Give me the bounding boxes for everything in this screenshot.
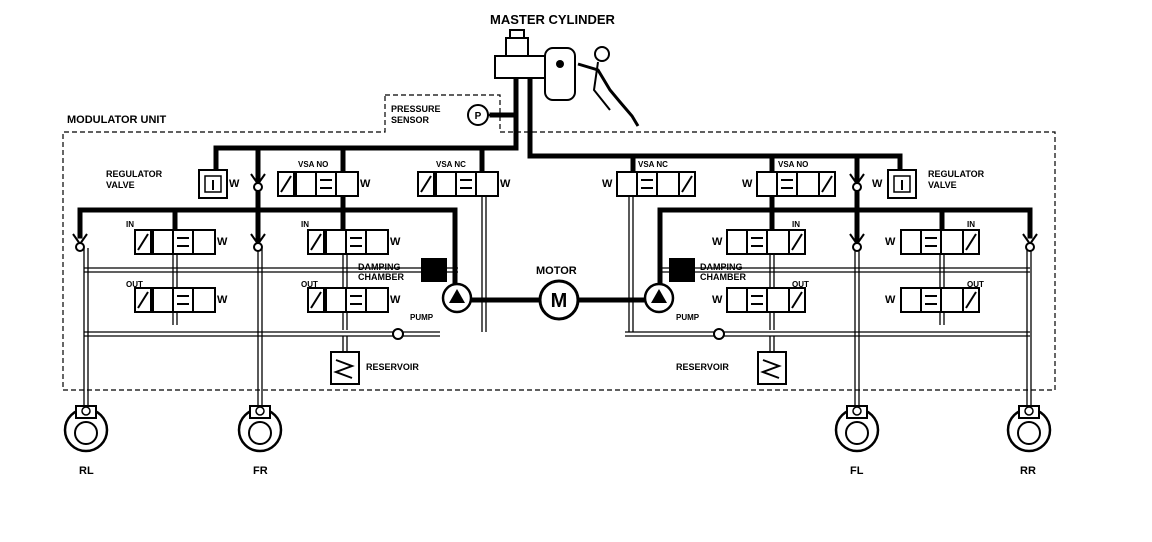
pressure-sensor-symbol: P bbox=[475, 111, 482, 122]
right-pump-label: PUMP bbox=[676, 313, 700, 322]
left-damping-label-1: DAMPING bbox=[358, 262, 401, 272]
master-cylinder-label: MASTER CYLINDER bbox=[490, 12, 615, 27]
spring-right-in-rr: W bbox=[885, 236, 896, 248]
right-reservoir-label: RESERVOIR bbox=[676, 362, 729, 372]
left-in-rl-label: IN bbox=[126, 220, 134, 229]
left-out-fr-label: OUT bbox=[301, 280, 318, 289]
right-pump-icon bbox=[643, 282, 675, 314]
master-cylinder bbox=[494, 29, 640, 127]
spring-right-out-fl: W bbox=[712, 294, 723, 306]
left-out-valve-fr bbox=[307, 287, 389, 313]
right-regulator-valve bbox=[887, 169, 917, 199]
spring-left-vsa-nc: W bbox=[500, 178, 511, 190]
spring-left-in-rl: W bbox=[217, 236, 228, 248]
right-pump-check-valve bbox=[713, 328, 725, 340]
right-damping-label-2: CHAMBER bbox=[700, 272, 746, 282]
spring-left-vsa-no: W bbox=[360, 178, 371, 190]
left-pump-label: PUMP bbox=[410, 313, 434, 322]
left-out-rl-label: OUT bbox=[126, 280, 143, 289]
right-damping-chamber-icon bbox=[669, 258, 695, 282]
left-vsa-nc-label: VSA NC bbox=[436, 160, 466, 169]
spring-right-in-fl: W bbox=[712, 236, 723, 248]
wheel-fr-label: FR bbox=[253, 465, 268, 477]
spring-right-vsa-nc: W bbox=[602, 178, 613, 190]
modulator-unit-label: MODULATOR UNIT bbox=[67, 114, 167, 126]
left-vsa-nc-valve bbox=[417, 171, 499, 197]
wheel-rr-label: RR bbox=[1020, 465, 1036, 477]
pressure-sensor-label-1: PRESSURE bbox=[391, 104, 441, 114]
right-vsa-nc-valve bbox=[616, 171, 696, 197]
spring-left-regulator: W bbox=[229, 178, 240, 190]
left-reservoir-icon bbox=[330, 351, 360, 385]
right-regulator-label-1: REGULATOR bbox=[928, 169, 985, 179]
motor-icon bbox=[538, 279, 580, 321]
wheel-rl-label: RL bbox=[79, 465, 94, 477]
left-damping-chamber-icon bbox=[421, 258, 447, 282]
right-regulator-label-2: VALVE bbox=[928, 180, 957, 190]
motor-label: MOTOR bbox=[536, 265, 577, 277]
left-reservoir-label: RESERVOIR bbox=[366, 362, 419, 372]
left-out-valve-rl bbox=[134, 287, 216, 313]
right-out-fl-label: OUT bbox=[792, 280, 809, 289]
spring-right-vsa-no: W bbox=[742, 178, 753, 190]
spring-right-out-rr: W bbox=[885, 294, 896, 306]
right-vsa-nc-label: VSA NC bbox=[638, 160, 668, 169]
wheel-rr-icon bbox=[1006, 404, 1052, 453]
right-out-valve-rr bbox=[900, 287, 980, 313]
pressure-sensor bbox=[467, 104, 490, 126]
right-vsa-no-label: VSA NO bbox=[778, 160, 809, 169]
pressure-sensor-label-2: SENSOR bbox=[391, 115, 430, 125]
wheel-fl-icon bbox=[834, 404, 880, 453]
right-out-valve-fl bbox=[726, 287, 806, 313]
left-in-fr-label: IN bbox=[301, 220, 309, 229]
right-in-valve-rr bbox=[900, 229, 980, 255]
modulator-unit-outline bbox=[62, 94, 1056, 391]
left-regulator-label-2: VALVE bbox=[106, 180, 135, 190]
spring-right-regulator: W bbox=[872, 178, 883, 190]
spring-left-out-fr: W bbox=[390, 294, 401, 306]
spring-left-out-rl: W bbox=[217, 294, 228, 306]
left-vsa-no-valve bbox=[277, 171, 359, 197]
motor-symbol: M bbox=[551, 290, 568, 312]
right-out-rr-label: OUT bbox=[967, 280, 984, 289]
right-damping-label-1: DAMPING bbox=[700, 262, 743, 272]
wheel-fl-label: FL bbox=[850, 465, 864, 477]
left-damping-label-2: CHAMBER bbox=[358, 272, 404, 282]
left-vsa-no-label: VSA NO bbox=[298, 160, 329, 169]
left-pump-check-valve bbox=[392, 328, 404, 340]
right-in-valve-fl bbox=[726, 229, 806, 255]
left-in-valve-rl bbox=[134, 229, 216, 255]
wheel-rl-icon bbox=[63, 404, 109, 453]
right-in-rr-label: IN bbox=[967, 220, 975, 229]
right-reservoir-icon bbox=[757, 351, 787, 385]
wheel-fr-icon bbox=[237, 404, 283, 453]
right-vsa-no-valve bbox=[756, 171, 836, 197]
left-regulator-label-1: REGULATOR bbox=[106, 169, 163, 179]
spring-left-in-fr: W bbox=[390, 236, 401, 248]
left-pump-icon bbox=[441, 282, 473, 314]
left-regulator-valve bbox=[198, 169, 228, 199]
left-in-valve-fr bbox=[307, 229, 389, 255]
right-in-fl-label: IN bbox=[792, 220, 800, 229]
